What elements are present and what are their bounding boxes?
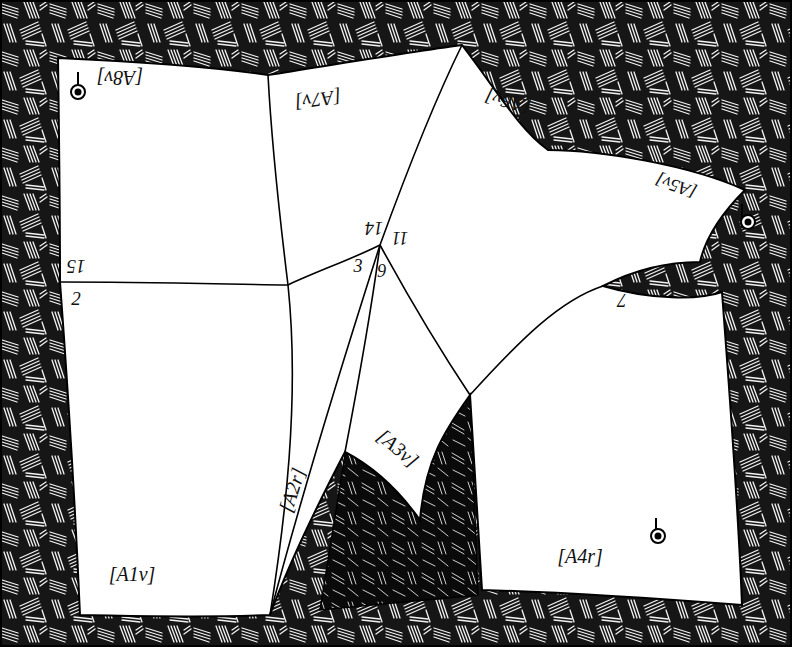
page-signature: [A8v] <box>95 67 146 89</box>
page-number: 15 <box>65 256 88 277</box>
page-number: 11 <box>390 228 411 248</box>
page-number: 7 <box>615 290 629 311</box>
page-signature: [A4r] <box>555 545 605 567</box>
page-number: 3 <box>352 256 365 276</box>
page-signature: [A1v] <box>107 563 158 585</box>
page-number: 6 <box>376 260 389 280</box>
page-number: 14 <box>363 218 385 238</box>
page-number: 2 <box>69 288 83 309</box>
